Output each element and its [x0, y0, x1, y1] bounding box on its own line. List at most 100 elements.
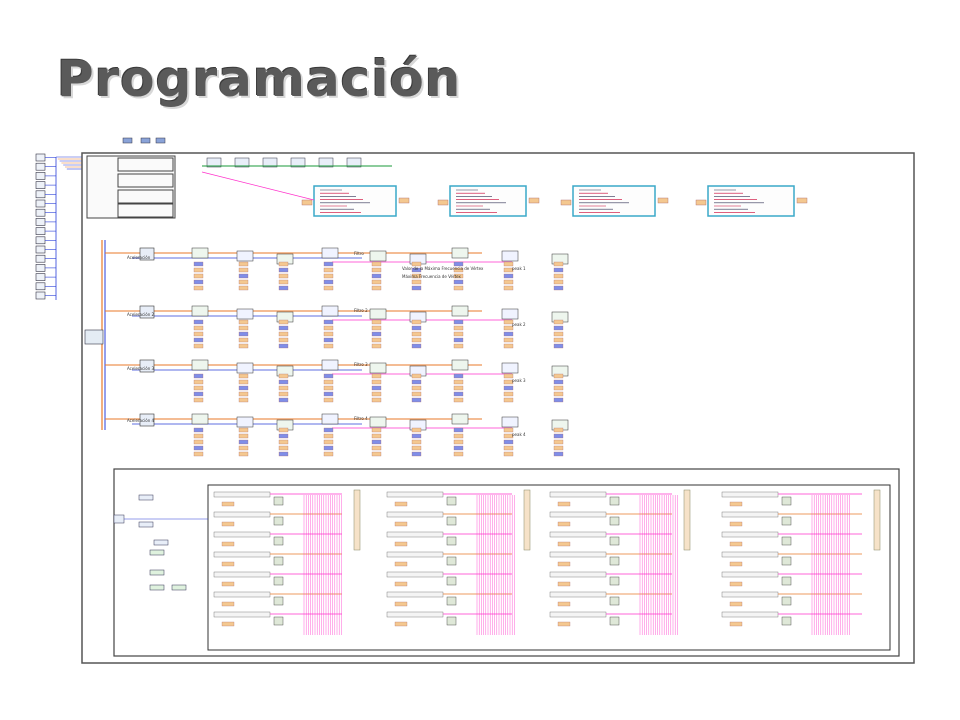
panel-terminal	[221, 581, 235, 587]
panel-vi	[446, 496, 457, 506]
stage-terminal	[453, 273, 464, 279]
stage-terminal	[553, 379, 564, 385]
stage-terminal	[193, 279, 204, 285]
panel-row	[721, 591, 779, 598]
stage-terminal	[553, 451, 564, 457]
stage-terminal	[503, 325, 514, 331]
panel-vi	[273, 496, 284, 506]
stage-terminal	[323, 337, 334, 343]
stage-terminal	[453, 391, 464, 397]
formula-input	[301, 199, 313, 206]
top-control-2[interactable]	[140, 137, 151, 144]
stage-terminal	[503, 433, 514, 439]
stage-terminal	[411, 451, 422, 457]
panel-row	[213, 511, 271, 518]
pipeline-block	[318, 157, 334, 168]
panel-terminal	[221, 501, 235, 507]
panel-vi	[609, 516, 620, 526]
panel-row	[549, 511, 607, 518]
stage-terminal	[411, 379, 422, 385]
stage-terminal	[553, 279, 564, 285]
stage-label-2: Aceleración 2	[127, 312, 155, 317]
panel-row	[721, 551, 779, 558]
stage-terminal	[278, 273, 289, 279]
panel-row	[721, 491, 779, 498]
stage-terminal	[411, 445, 422, 451]
panel-vi	[781, 516, 792, 526]
panel-row	[213, 591, 271, 598]
panel-terminal	[221, 601, 235, 607]
panel-terminal	[221, 561, 235, 567]
pipeline-block	[290, 157, 306, 168]
panel-terminal	[557, 621, 571, 627]
stage-node	[236, 308, 254, 320]
stage-terminal	[411, 267, 422, 273]
sub-label-1: Valor de la Máxima Frecuencia de Vértex	[402, 266, 484, 271]
stage-terminal	[193, 273, 204, 279]
formula-output	[796, 197, 808, 204]
stage-terminal	[323, 445, 334, 451]
panel-terminal	[394, 501, 408, 507]
stage-node	[451, 247, 469, 259]
stage-terminal	[278, 325, 289, 331]
panel-vi	[273, 516, 284, 526]
panel-terminal	[221, 521, 235, 527]
formula-node	[313, 185, 397, 217]
while-loop-frame	[81, 152, 915, 664]
formula-input	[437, 199, 449, 206]
panel-terminal	[729, 541, 743, 547]
stage-vi	[139, 359, 155, 373]
stage-node	[321, 305, 339, 317]
stage-terminal	[371, 319, 382, 325]
stage-terminal	[238, 451, 249, 457]
panel-row	[721, 571, 779, 578]
formula-output	[398, 197, 410, 204]
stage-terminal	[238, 433, 249, 439]
stage-terminal	[323, 391, 334, 397]
panel-row	[386, 591, 444, 598]
stage-terminal	[411, 279, 422, 285]
stage-source	[84, 329, 104, 345]
stage-terminal	[323, 319, 334, 325]
stage-terminal	[371, 451, 382, 457]
stage-node	[369, 362, 387, 374]
stage-terminal	[278, 267, 289, 273]
panel-row	[549, 571, 607, 578]
stage-terminal	[553, 391, 564, 397]
stage-terminal	[553, 285, 564, 291]
top-control-1[interactable]	[122, 137, 133, 144]
labview-block-diagram: Aceleración Aceleración 2 Aceleración 3 …	[32, 130, 917, 665]
stage-node	[191, 413, 209, 425]
formula-node	[707, 185, 795, 217]
stage-terminal	[278, 451, 289, 457]
panel-vi	[609, 576, 620, 586]
stage-label-3: Aceleración 3	[127, 366, 155, 371]
panel-terminal	[729, 521, 743, 527]
panel-vi	[446, 536, 457, 546]
panel-bundler	[523, 489, 531, 551]
stage-terminal	[371, 325, 382, 331]
stage-terminal	[323, 439, 334, 445]
input-terminal	[35, 264, 46, 272]
stage-terminal	[193, 445, 204, 451]
panel-row	[213, 571, 271, 578]
stage-terminal	[503, 391, 514, 397]
input-terminal	[35, 181, 46, 189]
stage-terminal	[323, 267, 334, 273]
stage-terminal	[238, 285, 249, 291]
panel-vi	[781, 536, 792, 546]
panel-row	[386, 511, 444, 518]
panel-row	[721, 531, 779, 538]
panel-vi	[273, 596, 284, 606]
stage-terminal	[553, 325, 564, 331]
lower-left-controls	[113, 494, 208, 591]
stage-vi	[139, 413, 155, 427]
acquisition-stage-rows	[84, 240, 569, 457]
input-terminal	[35, 273, 46, 281]
stage-terminal	[278, 279, 289, 285]
top-control-3[interactable]	[155, 137, 166, 144]
lower-control	[149, 584, 165, 591]
panel-vi	[609, 556, 620, 566]
panel-vi	[609, 616, 620, 626]
stage-node	[236, 416, 254, 428]
